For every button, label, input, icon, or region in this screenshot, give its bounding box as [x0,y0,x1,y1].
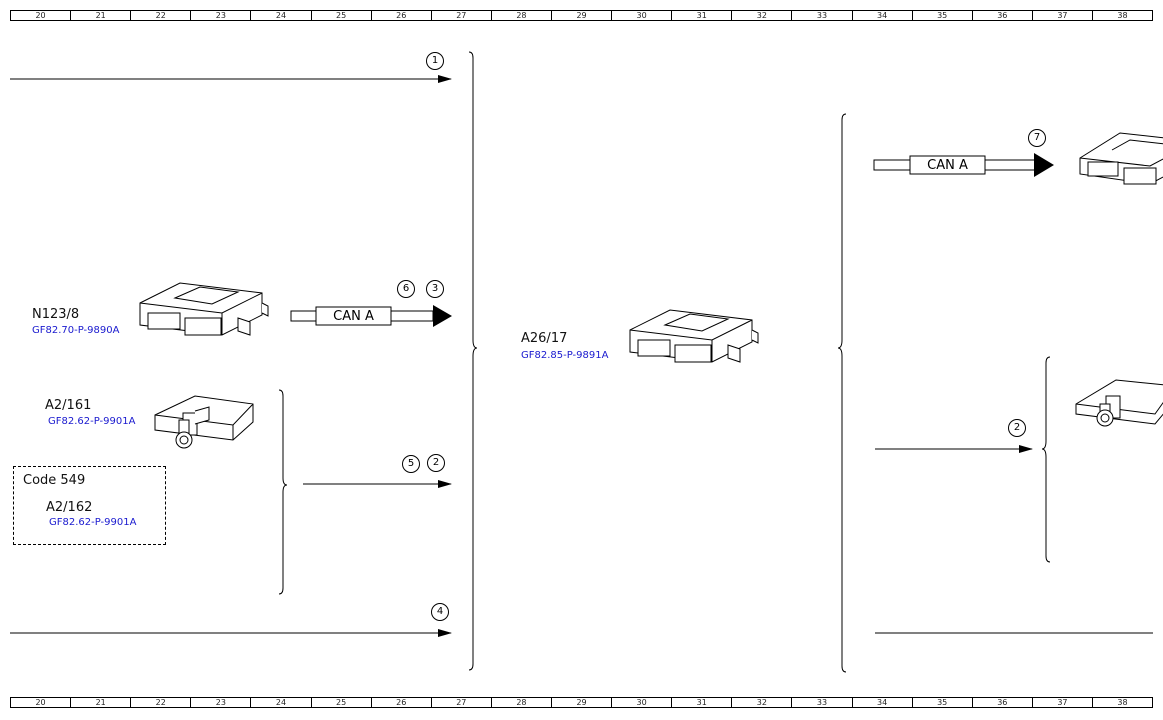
ruler-cell: 24 [250,11,310,20]
ruler-cell: 32 [731,698,791,707]
marker-7: 7 [1028,129,1046,147]
brace-sensors [278,389,288,595]
ruler-cell: 28 [490,698,551,707]
ruler-cell: 27 [430,698,491,707]
sensor-right-drawing [1075,379,1163,427]
brace-main-left [468,51,478,671]
component-name-a2-162: A2/162 [46,500,93,515]
control-unit-right-drawing [1079,132,1163,185]
ruler-cell: 25 [310,698,371,707]
marker-3: 3 [426,280,444,298]
ruler-cell: 31 [671,11,731,20]
ruler-cell: 21 [70,11,130,20]
component-ref-a26[interactable]: GF82.85-P-9891A [521,350,609,361]
ruler-cell: 35 [911,11,972,20]
ruler-cell: 34 [851,11,912,20]
can-a-label-left: CAN A [333,309,374,324]
can-a-arrow-left [290,305,452,327]
component-ref-a2-162[interactable]: GF82.62-P-9901A [49,517,137,528]
component-ref-a2-161[interactable]: GF82.62-P-9901A [48,416,136,427]
ruler-cell: 31 [671,698,731,707]
ruler-cell: 24 [250,698,310,707]
ruler-cell: 20 [35,11,46,20]
ruler-cell: 27 [430,11,491,20]
ruler-cell: 36 [971,11,1032,20]
ruler-cell: 34 [851,698,912,707]
marker-6: 6 [397,280,415,298]
marker-2-right: 2 [1008,419,1026,437]
ruler-cell: 33 [791,698,851,707]
ruler-cell: 22 [130,698,190,707]
ruler-cell: 30 [611,698,671,707]
ruler-cell: 20 [35,698,46,707]
ruler-cell: 32 [731,11,791,20]
marker-5: 5 [402,455,420,473]
ruler-cell: 29 [550,11,611,20]
marker-4: 4 [431,603,449,621]
ruler-cell: 35 [911,698,972,707]
ruler-cell: 33 [791,11,851,20]
can-a-label-right: CAN A [927,158,968,173]
ruler-cell: 21 [70,698,130,707]
sensor-a2-161-drawing [154,395,254,449]
brace-right-lower [1041,356,1051,563]
ruler-cell: 28 [490,11,551,20]
ruler-cell: 38 [1091,698,1152,707]
code-option-label: Code 549 [23,473,86,488]
ruler-cell: 37 [1031,698,1092,707]
ruler-cell: 23 [190,698,250,707]
ruler-cell: 23 [190,11,250,20]
ruler-cell: 25 [310,11,371,20]
ruler-cell: 38 [1091,11,1152,20]
component-ref-n123[interactable]: GF82.70-P-9890A [32,325,120,336]
control-unit-n123-drawing [139,282,269,336]
ruler-cell: 29 [550,698,611,707]
control-unit-a26-drawing [629,309,759,363]
ruler-cell: 26 [370,11,431,20]
marker-1: 1 [426,52,444,70]
code-option-box [13,466,166,545]
component-name-n123: N123/8 [32,307,80,322]
ruler-cell: 36 [971,698,1032,707]
marker-2-left: 2 [427,454,445,472]
ruler-cell: 37 [1031,11,1092,20]
brace-main-right [837,113,847,673]
ruler-cell: 26 [370,698,431,707]
ruler-cell: 30 [611,11,671,20]
can-a-arrow-right [873,153,1054,177]
component-name-a26: A26/17 [521,331,568,346]
component-name-a2-161: A2/161 [45,398,92,413]
ruler-cell: 22 [130,11,190,20]
